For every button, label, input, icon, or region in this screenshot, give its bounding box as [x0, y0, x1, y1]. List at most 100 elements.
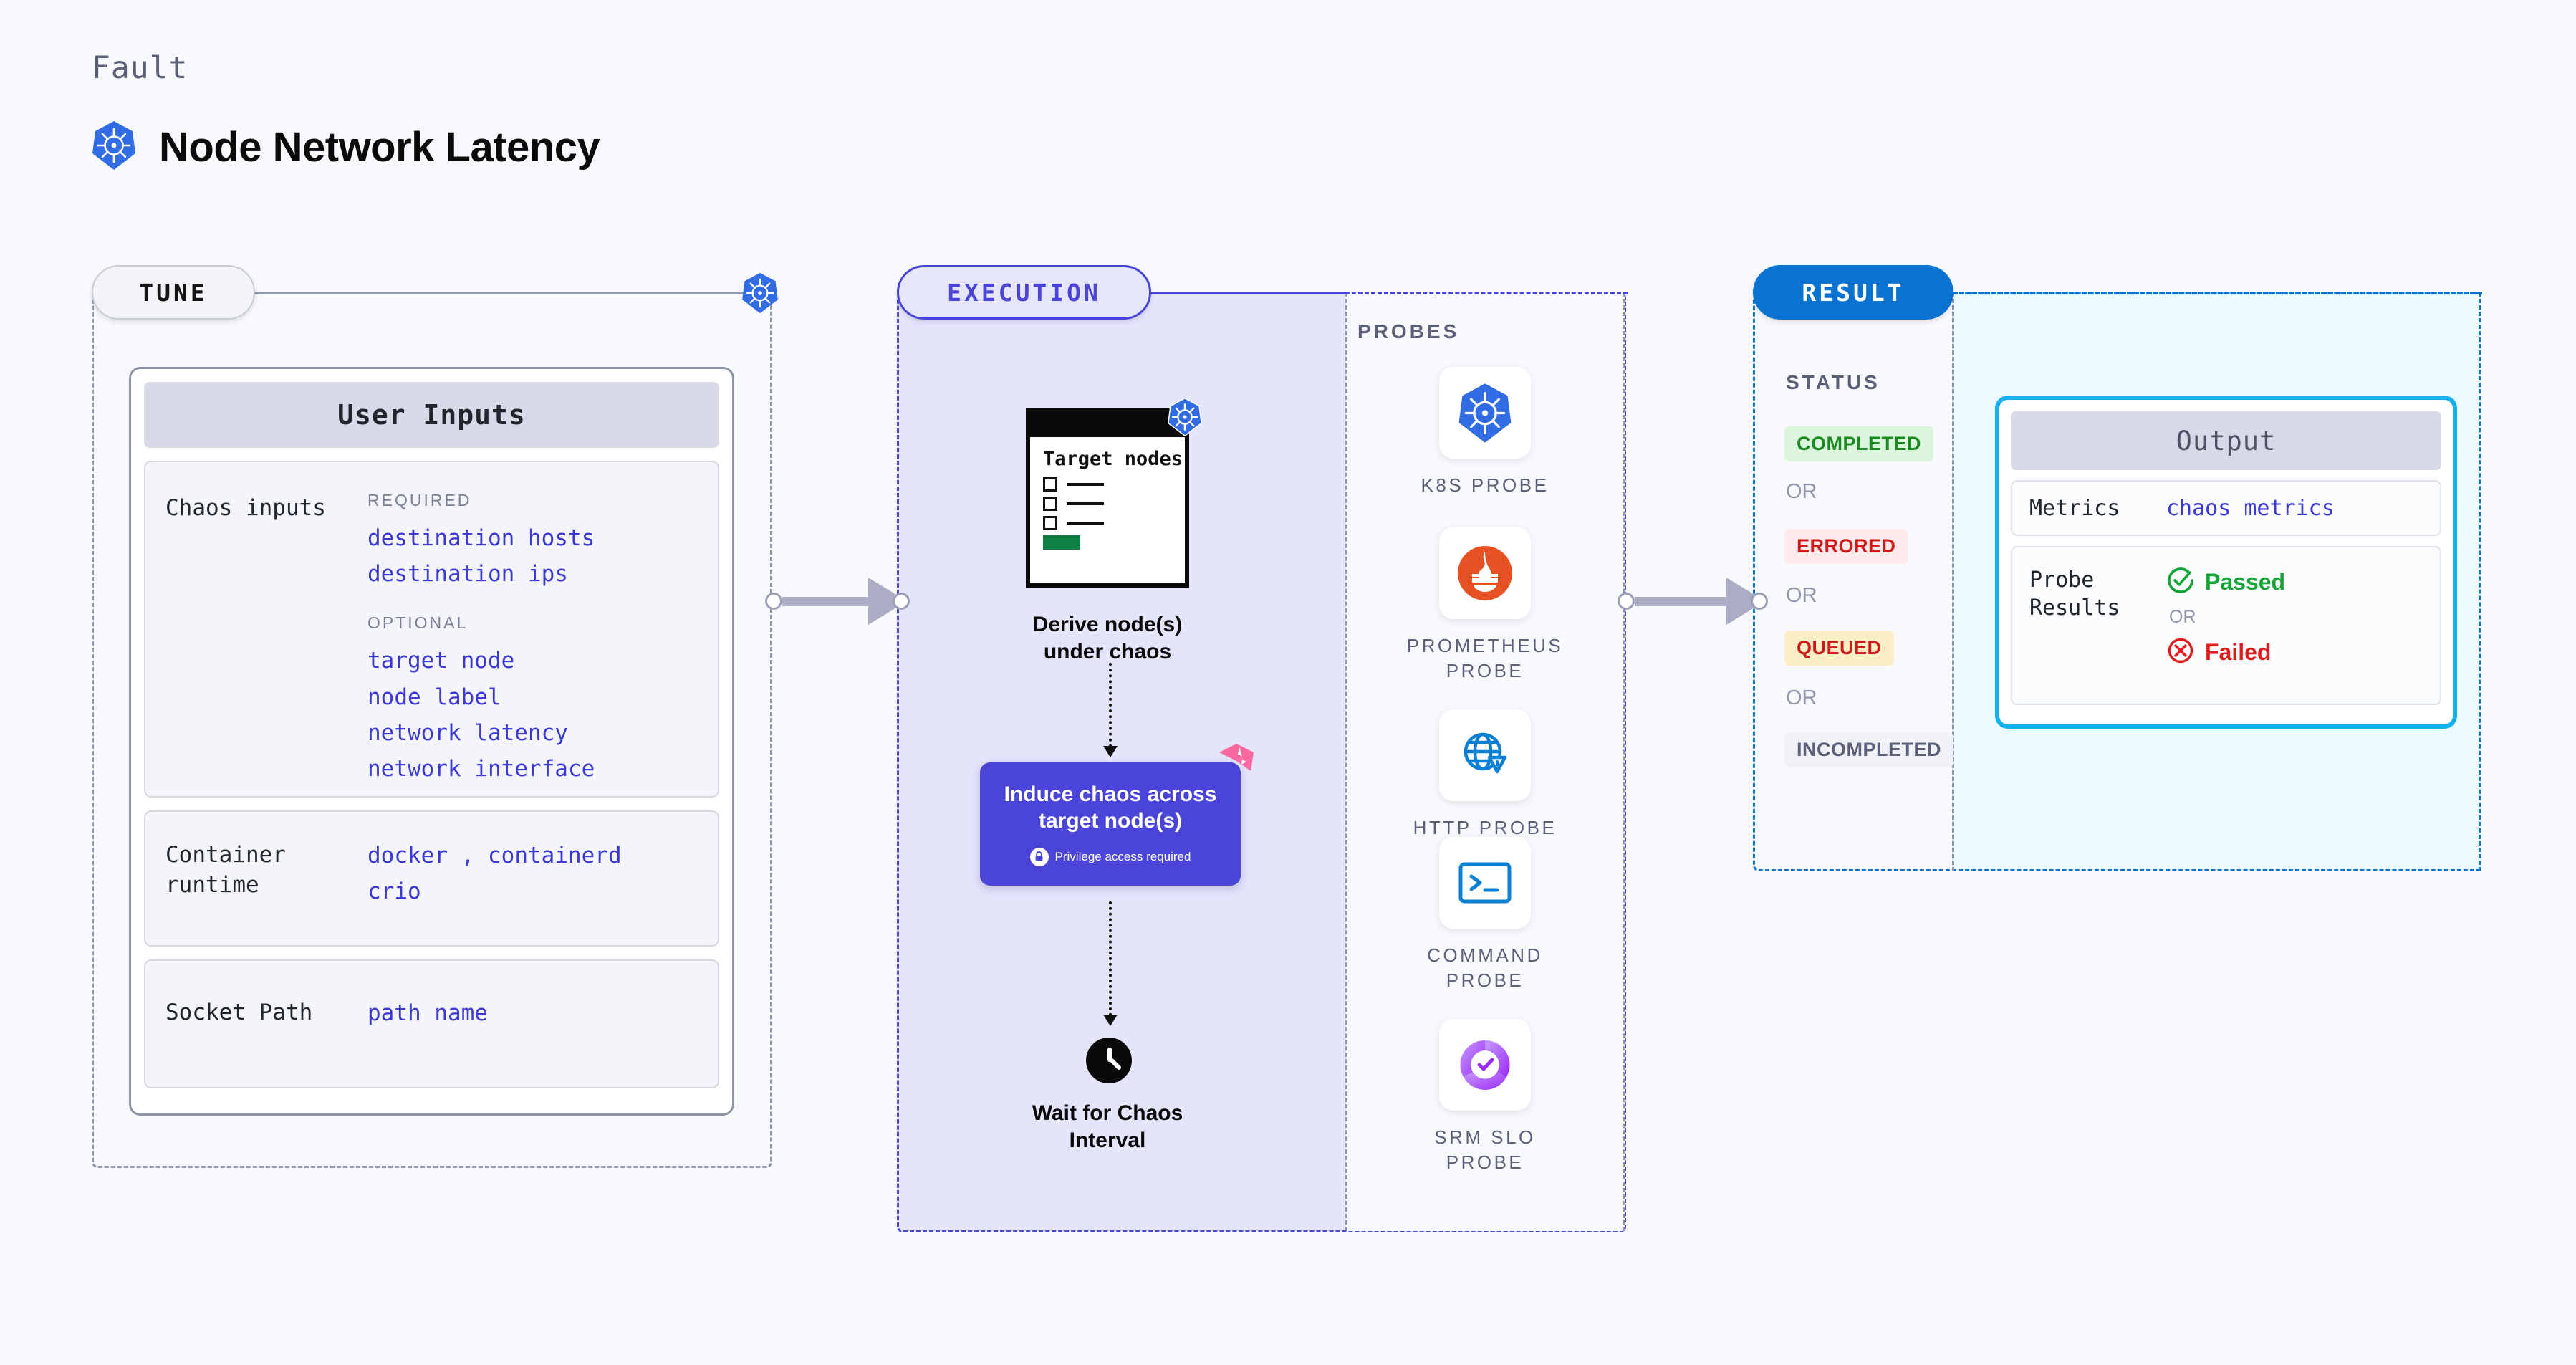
- chaos-inputs-label: Chaos inputs: [165, 495, 326, 521]
- container-runtime-label: Container runtime: [165, 842, 286, 898]
- probe-k8s[interactable]: K8S PROBE: [1403, 367, 1567, 498]
- privilege-note-text: Privilege access required: [1054, 849, 1191, 863]
- status-badge-errored: ERRORED: [1784, 529, 1908, 564]
- connector-execution-to-result: [1618, 578, 1768, 625]
- probe-prometheus[interactable]: PROMETHEUS PROBE: [1403, 527, 1567, 684]
- connector-end-dot: [1751, 593, 1768, 610]
- probe-result-failed: Failed: [2166, 636, 2285, 669]
- probe-result-or: OR: [2169, 607, 2196, 627]
- result-pill-connector: [1953, 292, 2482, 294]
- kubernetes-icon: [741, 272, 779, 317]
- probe-srm-slo[interactable]: SRM SLO PROBE: [1403, 1019, 1567, 1175]
- input-network-interface[interactable]: network interface: [367, 756, 595, 782]
- flow-arrow-2: [1103, 901, 1118, 1026]
- probe-command[interactable]: COMMAND PROBE: [1403, 837, 1567, 993]
- socket-path-label: Socket Path: [165, 1000, 313, 1025]
- status-badge-queued: QUEUED: [1784, 631, 1894, 666]
- input-destination-ips[interactable]: destination ips: [367, 561, 568, 588]
- input-node-label[interactable]: node label: [367, 684, 501, 710]
- optional-heading: OPTIONAL: [367, 613, 468, 633]
- kubernetes-icon: [1439, 367, 1531, 459]
- runtime-crio[interactable]: crio: [367, 878, 421, 905]
- wait-interval-caption: Wait for Chaos Interval: [1032, 1101, 1183, 1152]
- probes-title: PROBES: [1357, 320, 1460, 343]
- lock-icon: [1029, 847, 1049, 866]
- tune-pill-connector: [255, 292, 756, 294]
- stage-execution-pill[interactable]: EXECUTION: [897, 265, 1151, 320]
- placeholder-line: [1067, 502, 1104, 506]
- derive-nodes-caption: Derive node(s) under chaos: [1032, 613, 1183, 664]
- output-card: Output Metrics chaos metrics Probe Resul…: [1995, 396, 2457, 729]
- probe-srm-slo-label: SRM SLO PROBE: [1434, 1126, 1536, 1174]
- output-metrics-label: Metrics: [2029, 495, 2120, 521]
- terminal-icon: [1439, 837, 1531, 929]
- screen-title: Target nodes: [1043, 448, 1183, 470]
- stage-result-pill[interactable]: RESULT: [1753, 265, 1953, 320]
- status-title: STATUS: [1786, 371, 1880, 393]
- connector-end-dot: [893, 593, 910, 610]
- x-circle-icon: [2166, 636, 2195, 669]
- placeholder-line: [1067, 522, 1104, 525]
- output-probe-results-label: Probe Results: [2029, 567, 2120, 621]
- check-circle-icon: [2166, 566, 2195, 598]
- screen-titlebar: [1030, 413, 1185, 437]
- probe-result-failed-label: Failed: [2205, 639, 2272, 665]
- list-item: [1043, 477, 1185, 492]
- connector-line: [1635, 596, 1728, 606]
- http-globe-warning-icon: [1439, 709, 1531, 801]
- status-or-3: OR: [1786, 686, 1817, 709]
- connector-line: [782, 596, 870, 606]
- prometheus-icon: [1439, 527, 1531, 619]
- runtime-separator: ,: [461, 843, 475, 868]
- output-probe-results-row: Probe Results Passed OR: [2011, 546, 2441, 705]
- required-heading: REQUIRED: [367, 491, 472, 509]
- status-or-1: OR: [1786, 480, 1817, 503]
- socket-path-section: Socket Path path name: [144, 959, 719, 1088]
- probe-http-label: HTTP PROBE: [1413, 817, 1557, 838]
- status-badge-incompleted: INCOMPLETED: [1784, 732, 1954, 767]
- status-or-2: OR: [1786, 584, 1817, 607]
- probe-result-passed: Passed: [2166, 566, 2285, 598]
- probe-k8s-label: K8S PROBE: [1421, 474, 1549, 496]
- socket-path-value[interactable]: path name: [367, 1000, 488, 1026]
- checkbox-icon: [1043, 477, 1057, 492]
- stage-execution-label: EXECUTION: [947, 278, 1101, 307]
- input-destination-hosts[interactable]: destination hosts: [367, 525, 595, 551]
- probe-http[interactable]: HTTP PROBE: [1403, 709, 1567, 840]
- input-target-node[interactable]: target node: [367, 648, 515, 674]
- derive-nodes-node: Target nodes: [1026, 397, 1202, 588]
- page-eyebrow: Fault: [92, 50, 188, 86]
- screen-checklist: [1043, 477, 1185, 550]
- user-inputs-card: User Inputs Chaos inputs REQUIRED destin…: [129, 367, 734, 1116]
- flow-arrow-1: [1103, 663, 1118, 757]
- probe-command-label: COMMAND PROBE: [1427, 944, 1543, 992]
- privilege-note-row: Privilege access required: [1029, 847, 1191, 866]
- placeholder-line: [1067, 483, 1104, 487]
- user-inputs-title: User Inputs: [144, 382, 719, 448]
- list-item: [1043, 516, 1185, 531]
- page-title-row: Node Network Latency: [92, 120, 600, 174]
- output-metrics-value[interactable]: chaos metrics: [2166, 495, 2335, 521]
- runtime-containerd[interactable]: containerd: [488, 843, 622, 868]
- screen-submit-bar: [1043, 535, 1080, 550]
- litmus-chaos-icon: [1218, 742, 1255, 779]
- stage-tune-pill[interactable]: TUNE: [92, 265, 255, 320]
- induce-chaos-node[interactable]: Induce chaos across target node(s) Privi…: [980, 762, 1241, 886]
- srm-slo-icon: [1439, 1019, 1531, 1111]
- kubernetes-icon: [92, 120, 136, 174]
- container-runtime-section: Container runtime docker , containerd cr…: [144, 810, 719, 947]
- stage-tune-label: TUNE: [139, 278, 208, 307]
- runtime-docker[interactable]: docker: [367, 843, 448, 868]
- connector-start-dot: [765, 593, 782, 610]
- clock-icon: [1086, 1038, 1132, 1083]
- target-nodes-screen: Target nodes: [1026, 408, 1189, 588]
- output-title: Output: [2011, 411, 2441, 470]
- checkbox-icon: [1043, 497, 1057, 512]
- input-network-latency[interactable]: network latency: [367, 719, 568, 746]
- connector-start-dot: [1618, 593, 1635, 610]
- connector-tune-to-execution: [765, 578, 910, 625]
- page-title: Node Network Latency: [159, 124, 600, 171]
- chaos-inputs-section: Chaos inputs REQUIRED destination hosts …: [144, 461, 719, 798]
- induce-chaos-title: Induce chaos across target node(s): [1004, 782, 1217, 833]
